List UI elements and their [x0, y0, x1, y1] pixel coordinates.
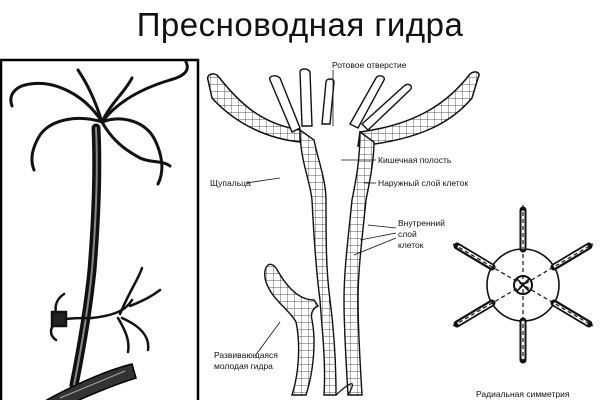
bud-section — [264, 263, 320, 396]
hydra-section — [206, 68, 480, 396]
radial-symmetry-diagram — [452, 205, 594, 365]
label-bud-1: Развивающаяся — [214, 350, 278, 360]
label-inner-layer-2: слой — [398, 229, 417, 239]
inner-tentacle-2 — [299, 68, 313, 127]
label-outer-layer: Наружный слой клеток — [378, 178, 468, 188]
label-leaders — [245, 70, 397, 357]
inner-tentacle-5 — [360, 83, 413, 131]
page-title: Пресноводная гидра — [136, 6, 464, 43]
twig — [45, 363, 137, 400]
symmetry-axes — [452, 205, 594, 365]
right-body-wall — [343, 130, 375, 396]
label-inner-layer-1: Внутренний — [398, 218, 445, 228]
label-bud-2: молодая гидра — [214, 361, 273, 371]
hydra-bud — [49, 266, 162, 354]
label-tentacles: Щупальца — [210, 178, 251, 188]
label-inner-layer-3: клеток — [398, 240, 424, 250]
right-tentacle-section — [357, 71, 480, 147]
inner-tentacle-1 — [269, 75, 301, 133]
inner-tentacle-4 — [349, 75, 385, 129]
hydra-drawing-panel — [0, 58, 200, 400]
inner-tentacle-3 — [321, 78, 335, 125]
left-tentacle-section — [206, 73, 301, 143]
label-mouth: Ротовое отверстие — [332, 60, 407, 70]
left-body-wall — [299, 128, 337, 396]
label-gut: Кишечная полость — [378, 155, 452, 165]
hydra-tentacles — [9, 60, 189, 186]
label-symmetry: Радиальная симметрия — [476, 389, 570, 399]
